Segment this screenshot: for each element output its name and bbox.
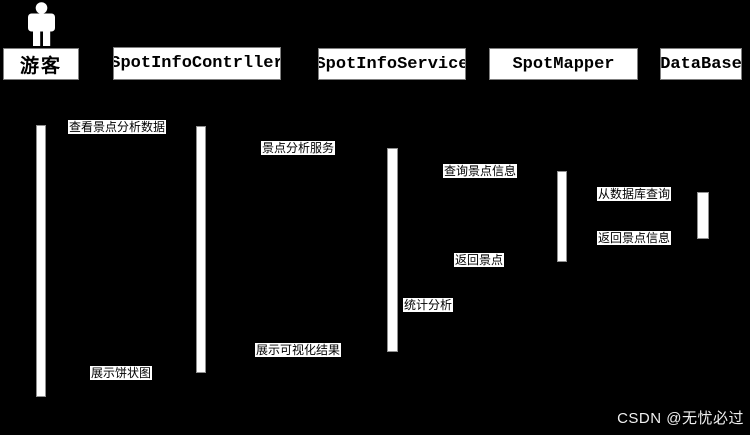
message-label-query-spot-info: 查询景点信息 <box>443 164 518 178</box>
message-label-show-pie-chart: 展示饼状图 <box>90 366 153 380</box>
message-label-analysis-service: 景点分析服务 <box>261 141 336 155</box>
message-label-show-visualization: 展示可视化结果 <box>255 343 342 357</box>
message-label-return-spot-info: 返回景点信息 <box>597 231 672 245</box>
participant-box-database: DataBase <box>660 48 742 80</box>
watermark: CSDN @无忧必过 <box>617 410 744 427</box>
actor-icon <box>27 2 56 46</box>
activation-bar-database <box>697 192 709 239</box>
activation-bar-visitor <box>36 125 46 397</box>
message-label-view-analysis-data: 查看景点分析数据 <box>68 120 167 134</box>
message-label-return-spots: 返回景点 <box>454 253 505 267</box>
participant-box-mapper: SpotMapper <box>489 48 638 80</box>
participant-box-service: SpotInfoService <box>318 48 466 80</box>
participant-box-controller: SpotInfoContrller <box>113 47 281 80</box>
activation-bar-controller <box>196 126 206 373</box>
participant-box-visitor: 游客 <box>3 48 79 80</box>
message-label-query-from-db: 从数据库查询 <box>597 187 672 201</box>
activation-bar-service <box>387 148 398 352</box>
activation-bar-mapper <box>557 171 567 262</box>
message-label-statistics: 统计分析 <box>403 298 454 312</box>
